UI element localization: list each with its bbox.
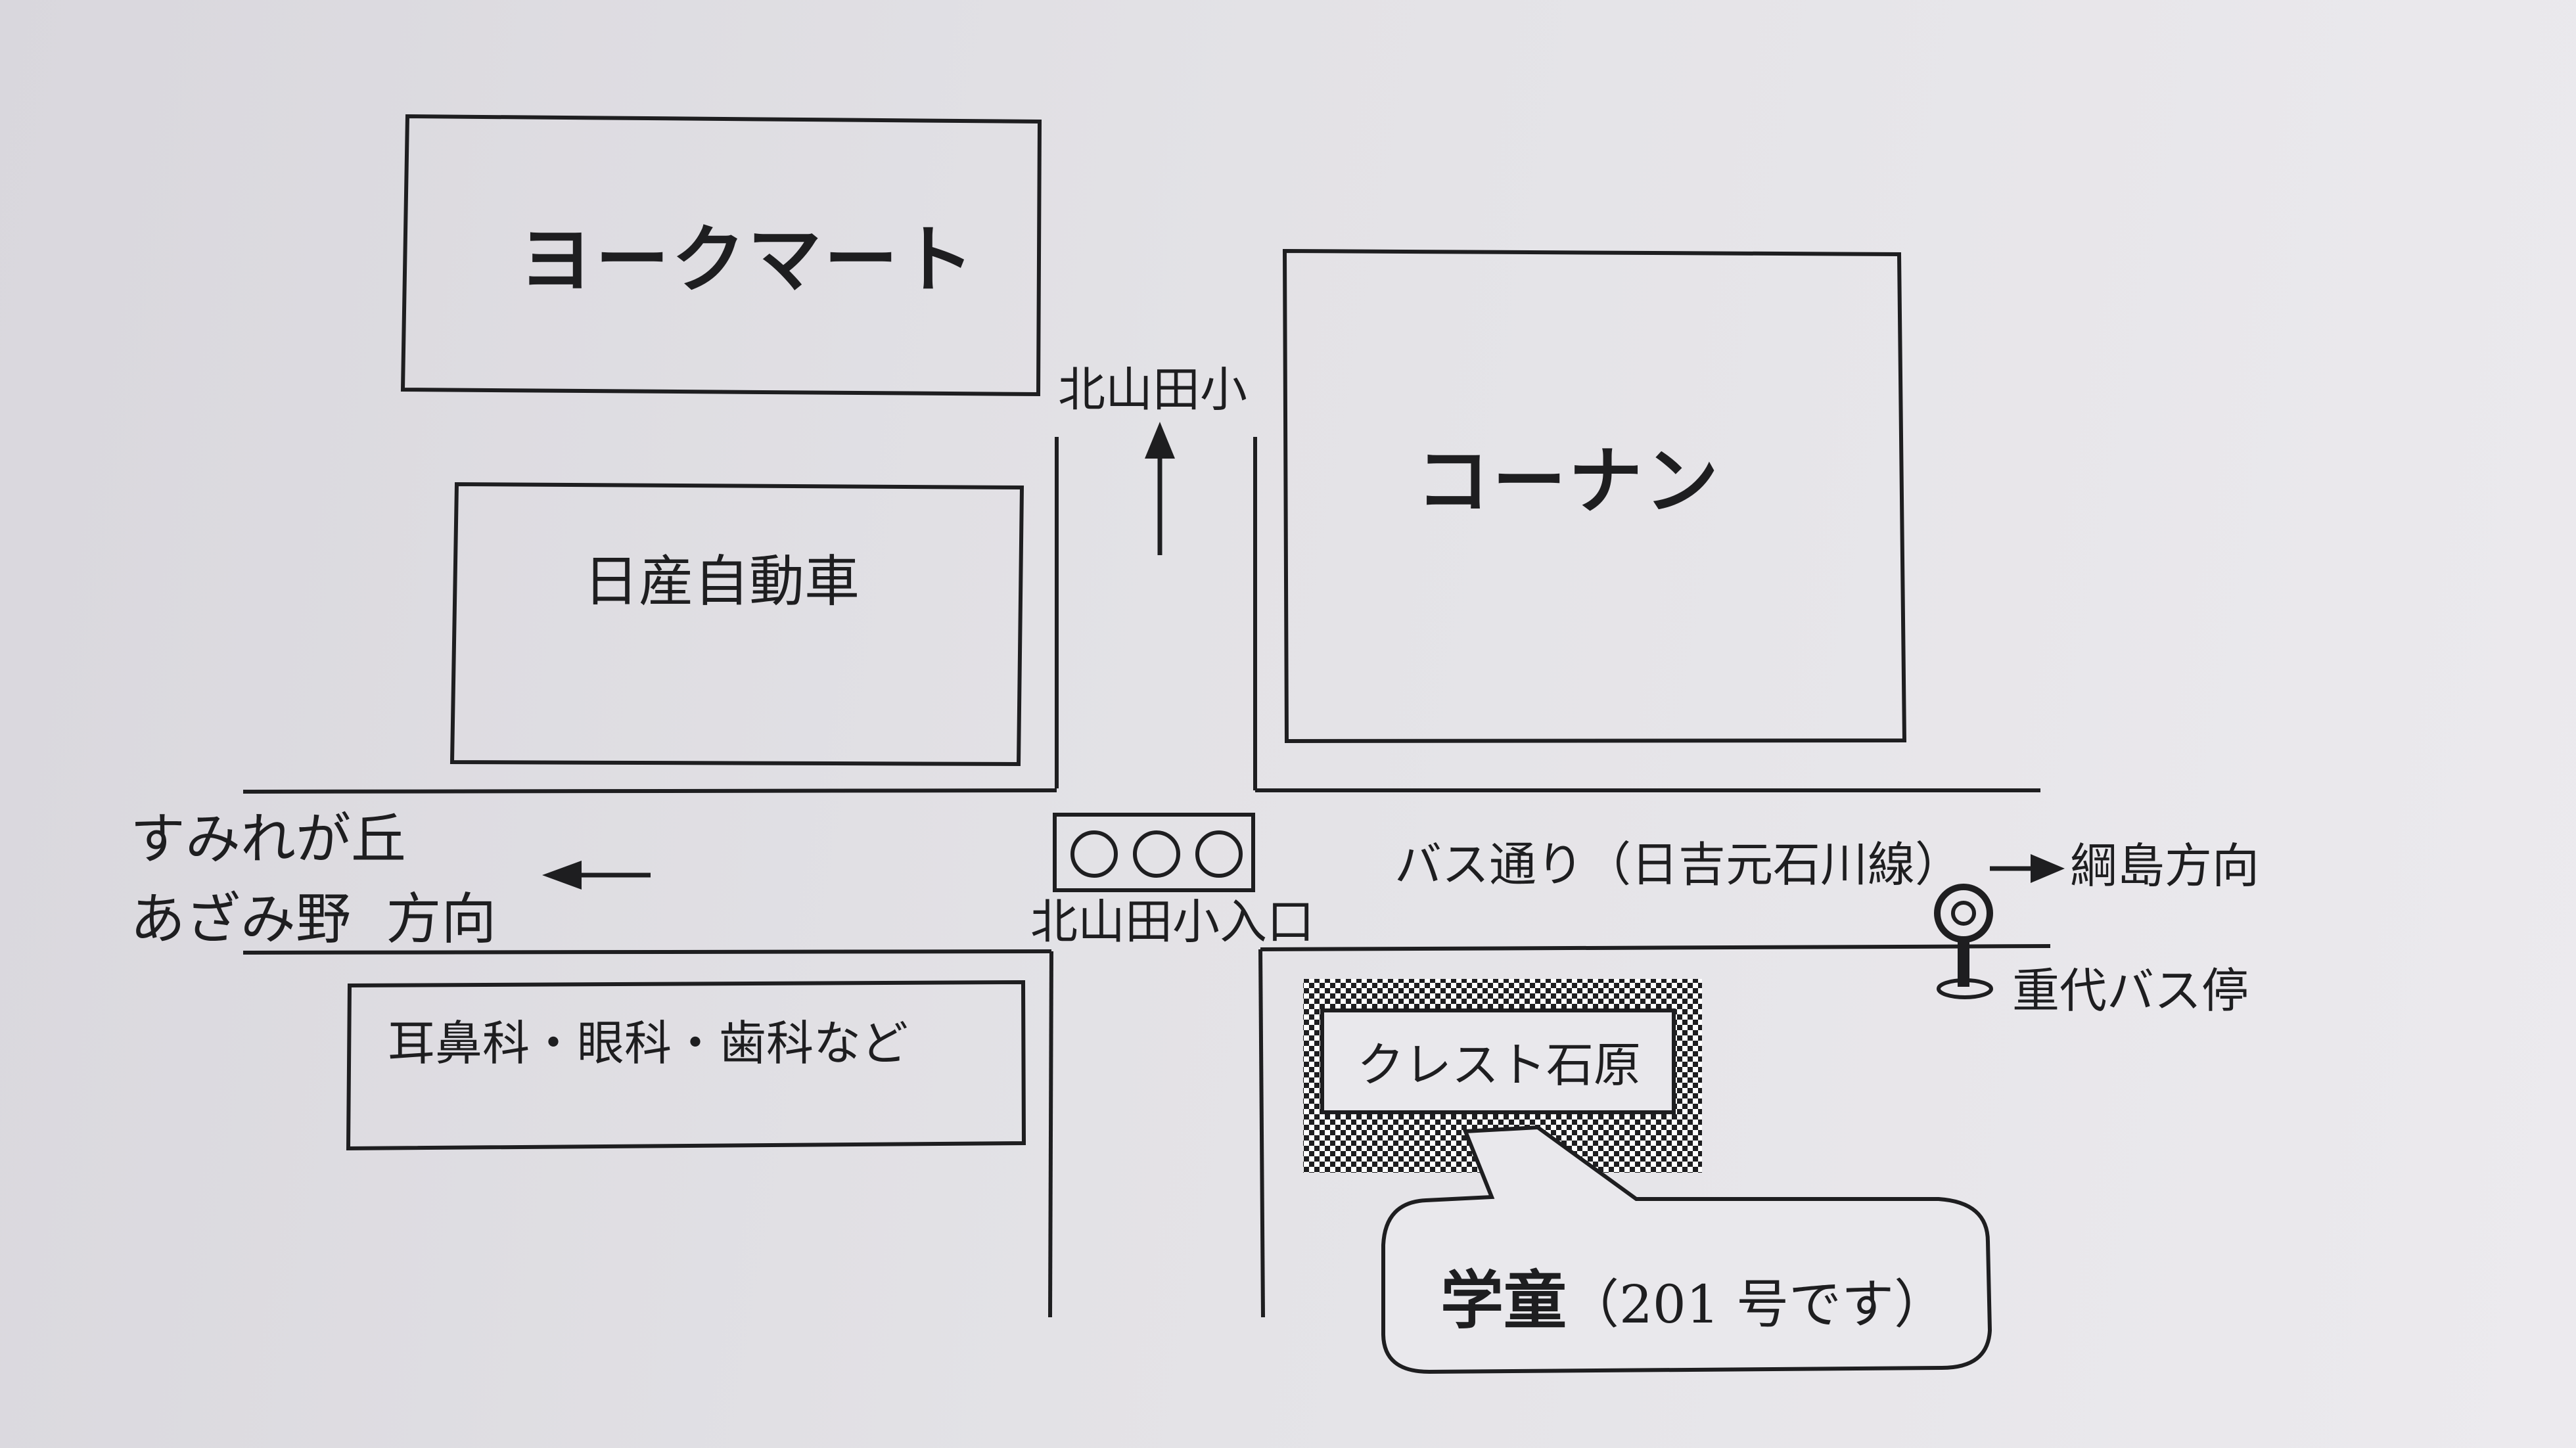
- west-direction-line2: あざみ野 方向: [130, 887, 497, 951]
- york-mart-label: ヨークマート: [519, 217, 977, 303]
- callout-text: 学童（201 号です）: [1440, 1269, 1946, 1332]
- road-edge: [1048, 951, 1053, 1318]
- road-edge: [1258, 949, 1265, 1318]
- york-mart-building: [400, 114, 1042, 397]
- east-direction-label: 綱島方向: [2070, 838, 2260, 894]
- clinics-building: [346, 980, 1026, 1151]
- signal-name-label: 北山田小入口: [1030, 894, 1315, 949]
- north-school-label: 北山田小: [1058, 362, 1248, 417]
- konan-building: [1282, 248, 1907, 744]
- bus-street-label: バス通り（日吉元石川線）: [1394, 837, 1963, 892]
- konan-label: コーナン: [1416, 439, 1721, 524]
- road-edge: [242, 788, 1057, 794]
- callout-bubble: [1381, 1125, 1992, 1374]
- road-edge: [1260, 944, 2051, 951]
- up-arrow-icon: [1145, 422, 1175, 555]
- bus-stop-label: 重代バス停: [2012, 963, 2249, 1018]
- crest-label: クレスト石原: [1357, 1037, 1642, 1093]
- road-edge: [242, 949, 1052, 955]
- callout-note: （201 号です）: [1567, 1274, 1947, 1335]
- clinics-label: 耳鼻科・眼科・歯科など: [388, 1016, 909, 1071]
- west-direction-line1: すみれが丘: [130, 807, 407, 871]
- callout-main: 学童: [1440, 1264, 1567, 1338]
- right-arrow-icon: [1990, 854, 2065, 883]
- left-arrow-icon: [542, 861, 651, 890]
- nissan-building: [449, 482, 1024, 767]
- nissan-label: 日産自動車: [584, 549, 860, 614]
- traffic-signal-icon: [1053, 813, 1255, 892]
- bus-stop-icon: [1934, 884, 1993, 999]
